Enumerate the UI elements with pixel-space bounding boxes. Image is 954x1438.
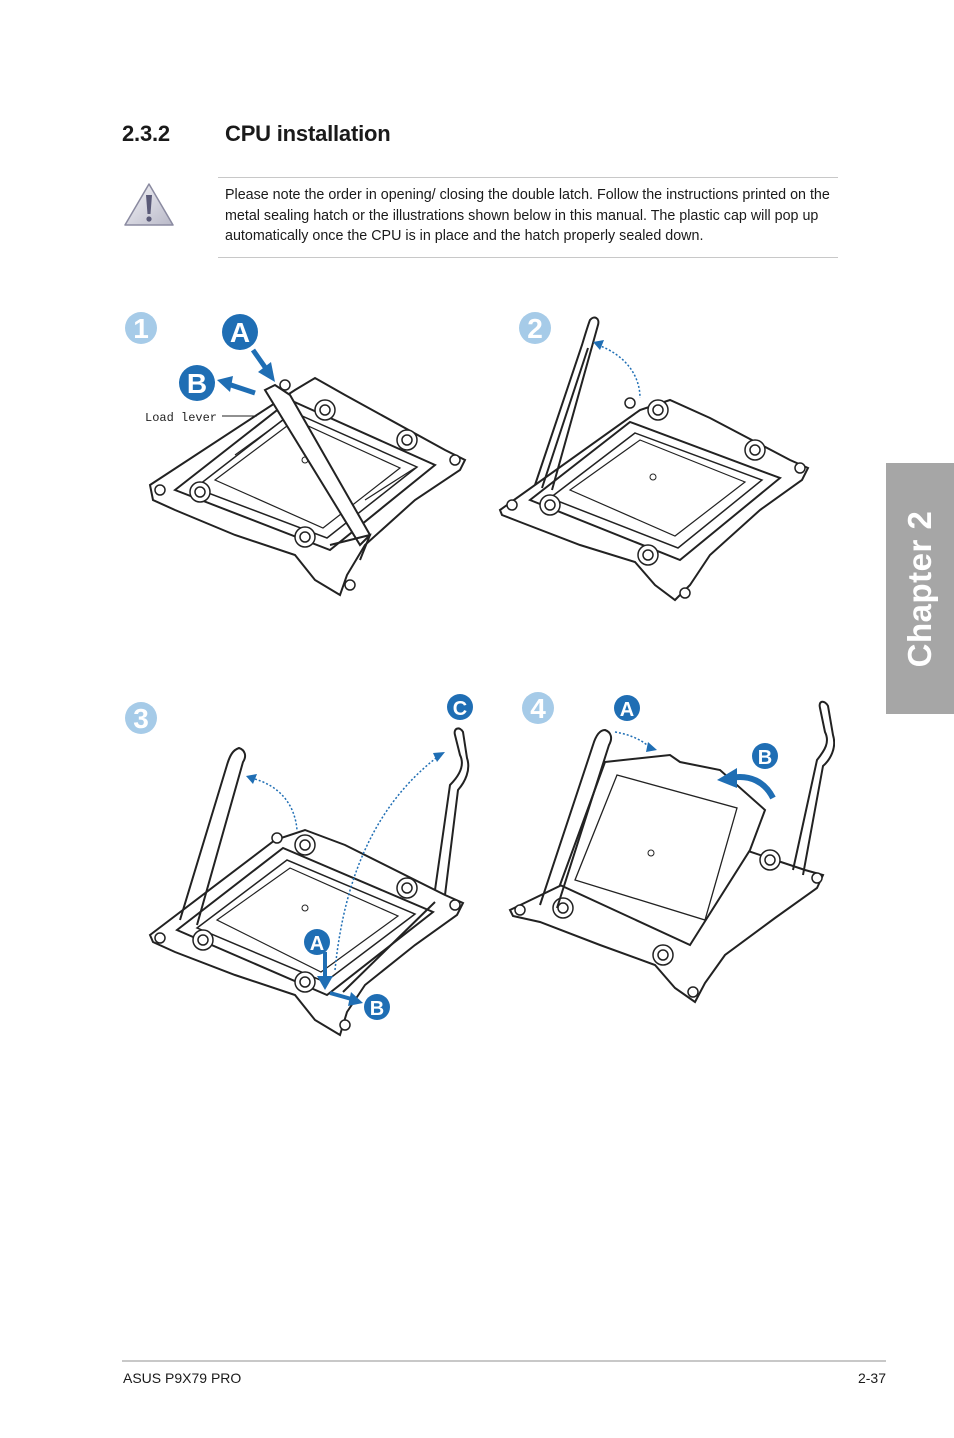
section-number: 2.3.2: [122, 121, 170, 146]
callout-b-label: B: [758, 747, 772, 769]
footer-divider: [122, 1360, 886, 1362]
step-1-number: 1: [133, 313, 149, 344]
callout-b-label: B: [187, 368, 207, 399]
step-4-number: 4: [530, 693, 546, 724]
note-text: Please note the order in opening/ closin…: [225, 187, 830, 244]
figure-step-4: 4 A B: [508, 692, 835, 1004]
callout-a: [614, 695, 640, 721]
chapter-tab-label: Chapter 2: [901, 510, 938, 667]
load-lever-label: Load lever: [145, 411, 217, 425]
note-divider-top: [218, 177, 838, 178]
step-4-marker: [522, 692, 554, 724]
callout-b: [179, 365, 215, 401]
figure-step-2: 2: [498, 312, 810, 602]
step-2-marker: [519, 312, 551, 344]
section-title: CPU installation: [225, 121, 391, 146]
step-3-marker: [125, 702, 157, 734]
callout-b: [752, 743, 778, 769]
callout-b: [364, 994, 390, 1020]
note-divider-bottom: [218, 257, 838, 258]
callout-a: [304, 929, 330, 955]
callout-a-label: A: [620, 699, 634, 721]
footer-product-name: ASUS P9X79 PRO: [123, 1370, 242, 1386]
step-1-marker: [125, 312, 157, 344]
figure-step-3: 3 C A B: [125, 694, 473, 1037]
callout-a: [222, 314, 258, 350]
step-3-number: 3: [133, 703, 149, 734]
callout-a-label: A: [310, 933, 324, 955]
callout-a-label: A: [230, 317, 250, 348]
callout-c-label: C: [453, 698, 467, 720]
section-heading: 2.3.2 CPU installation: [122, 121, 391, 147]
callout-c: [447, 694, 473, 720]
figure-step-1: 1 Load lever A B: [125, 312, 467, 597]
warning-icon: [124, 183, 174, 226]
footer-page-number: 2-37: [857, 1370, 886, 1386]
callout-b-label: B: [370, 998, 384, 1020]
chapter-tab: Chapter 2: [886, 463, 954, 714]
step-2-number: 2: [527, 313, 543, 344]
